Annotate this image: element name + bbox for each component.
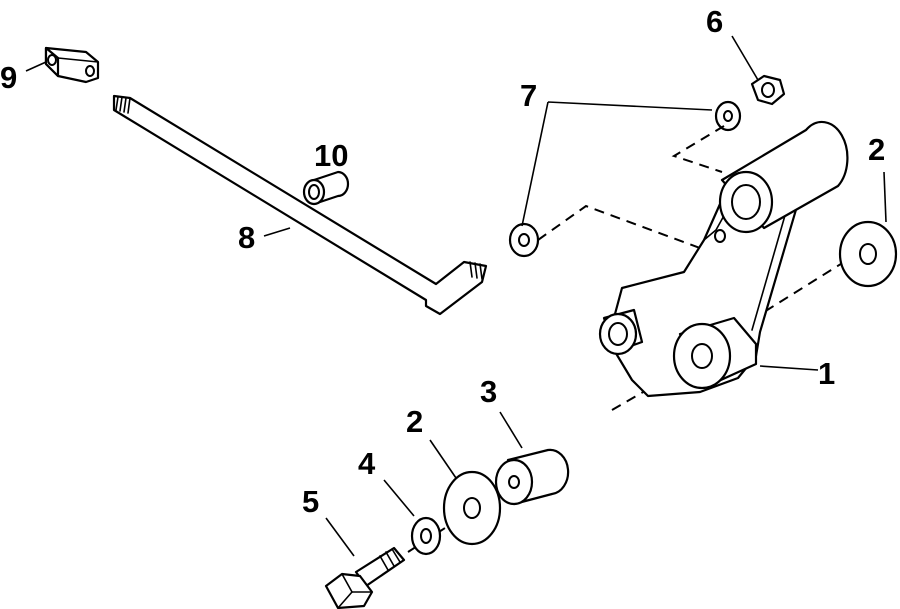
callout-3: 3 (480, 374, 497, 409)
leader-3 (499, 411, 523, 449)
bushing-small-part (302, 170, 350, 206)
leader-8 (263, 227, 291, 237)
callout-8: 8 (238, 220, 255, 255)
leader-7 (521, 101, 713, 227)
shift-rod-part (112, 94, 488, 316)
washer-top-part (714, 100, 742, 132)
callout-10: 10 (314, 138, 348, 173)
washer-large-bottom-part (442, 470, 502, 546)
clevis-part (44, 46, 100, 84)
callout-1: 1 (818, 356, 835, 391)
callout-7: 7 (520, 78, 537, 113)
leader-2-bottom (429, 439, 457, 479)
callout-2-right: 2 (868, 132, 885, 167)
leader-4 (383, 479, 415, 517)
assembly-line-mid (537, 204, 701, 249)
leader-9 (25, 61, 47, 72)
callout-5: 5 (302, 484, 319, 519)
leader-5 (325, 517, 355, 557)
nut-part (750, 74, 786, 106)
assembly-line-top (671, 125, 725, 173)
callout-9: 9 (0, 60, 17, 95)
leader-6 (731, 35, 759, 81)
callout-2-bottom: 2 (406, 404, 423, 439)
washer-left-part (508, 222, 540, 258)
callout-4: 4 (358, 446, 376, 481)
callout-6: 6 (706, 4, 723, 39)
hex-bolt-part (324, 546, 406, 609)
leader-1 (759, 365, 819, 371)
spacer-part (494, 448, 570, 506)
washer-large-right-part (838, 220, 898, 288)
lock-washer-part (410, 516, 442, 556)
shift-lever-part (598, 120, 849, 398)
leader-2-right (883, 171, 887, 223)
